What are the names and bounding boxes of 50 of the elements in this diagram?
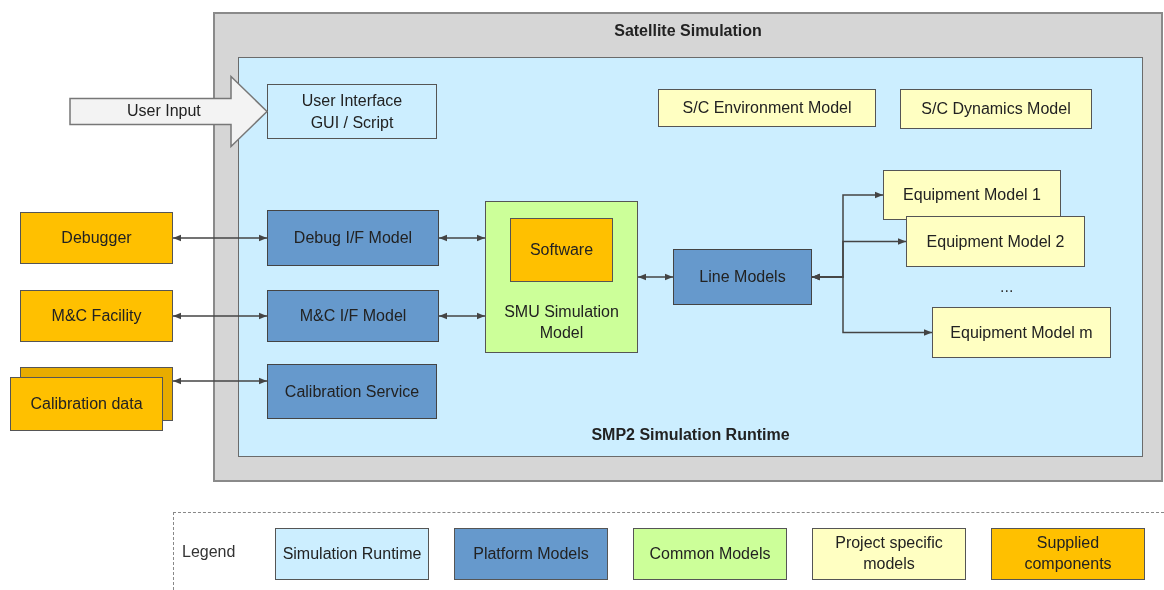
- box-label: M&C Facility: [51, 306, 142, 327]
- process-box: [267, 290, 439, 342]
- box-label: GUI / Script: [310, 112, 394, 133]
- process-box: [673, 249, 812, 305]
- legend-title: Legend: [182, 543, 236, 561]
- legend-key: Platform Models: [454, 528, 608, 580]
- box-label: SMU Simulation Model: [503, 301, 620, 344]
- box-label: S/C Dynamics Model: [921, 99, 1071, 120]
- simulation-panel: [213, 12, 1163, 482]
- process-box: [510, 218, 613, 282]
- box-label: M&C I/F Model: [299, 306, 407, 327]
- arrow: [438, 312, 486, 320]
- process-box: [20, 290, 173, 342]
- block-arrow: [69, 74, 269, 149]
- box-label: Debugger: [61, 228, 132, 249]
- box-label: Equipment Model 2: [926, 231, 1065, 252]
- box-label: Software: [529, 240, 594, 261]
- process-box: [267, 210, 439, 266]
- box-label: Calibration data: [30, 395, 143, 413]
- box-label: User Interface: [301, 90, 403, 111]
- arrow: [172, 377, 268, 385]
- box-label: S/C Environment Model: [682, 98, 852, 119]
- box-label: Line Models: [699, 267, 786, 288]
- ellipsis-label: ...: [1000, 278, 1014, 296]
- arrow: [637, 273, 674, 281]
- process-box: [883, 170, 1061, 220]
- arrow: [438, 234, 486, 242]
- runtime-panel: [238, 57, 1143, 457]
- legend-key: Supplied components: [991, 528, 1145, 580]
- legend-key: Project specific models: [812, 528, 966, 580]
- process-box: [267, 84, 437, 139]
- box-label: Equipment Model m: [950, 322, 1093, 343]
- panel-heading: SMP2 Simulation Runtime: [590, 425, 791, 446]
- process-box: [20, 212, 173, 264]
- process-box: [485, 201, 638, 353]
- edge-label: User Input: [127, 101, 201, 120]
- arrow: [172, 234, 268, 242]
- box-label: Debug I/F Model: [293, 228, 413, 249]
- process-box: [900, 89, 1092, 129]
- panel-heading: Satellite Simulation: [614, 21, 762, 41]
- legend-key: Common Models: [633, 528, 787, 580]
- box-label: Equipment Model 1: [903, 185, 1041, 206]
- process-box: [932, 307, 1111, 358]
- arrow: [172, 312, 268, 320]
- process-box: [906, 216, 1085, 267]
- legend-key: Simulation Runtime: [275, 528, 429, 580]
- arrow: [811, 273, 933, 336]
- box-label: Calibration Service: [284, 381, 420, 402]
- process-box: [658, 89, 876, 127]
- process-box: [267, 364, 437, 419]
